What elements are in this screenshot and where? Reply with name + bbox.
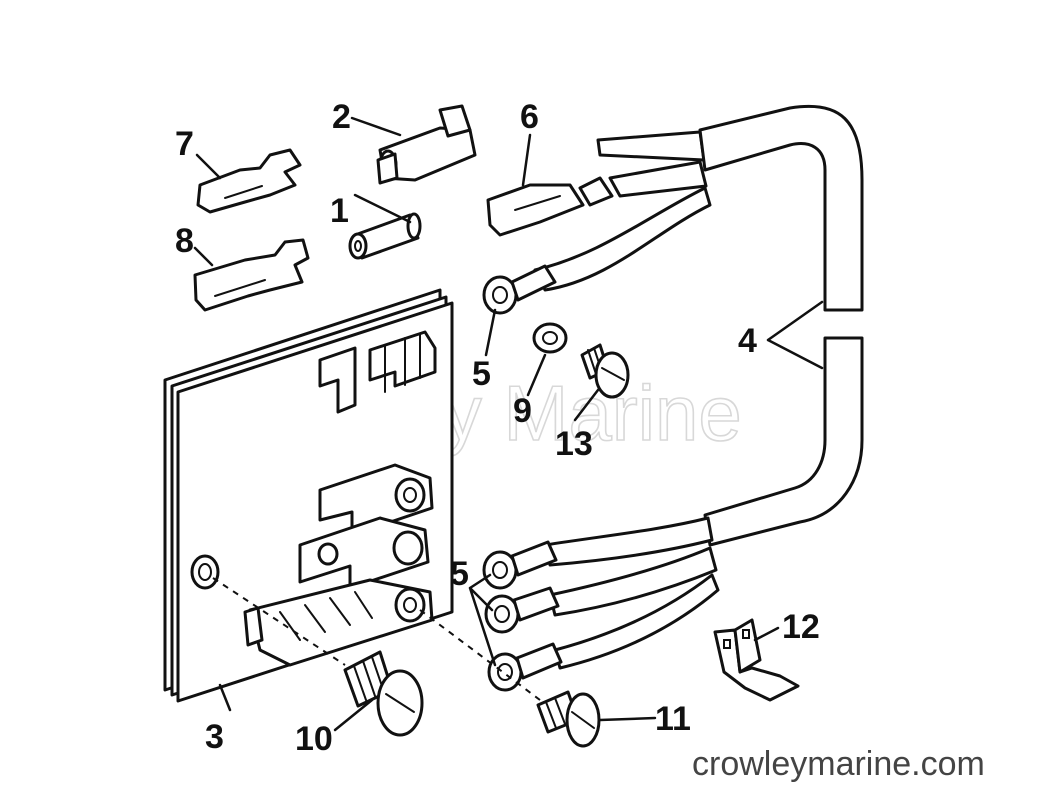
callout-1: 1 [330, 192, 349, 230]
callout-12: 12 [782, 608, 820, 646]
assembly-lines [212, 577, 541, 701]
cable-harness-part-4 [533, 104, 864, 670]
terminal-board [163, 288, 454, 703]
ring-terminal [482, 264, 557, 315]
ring-terminal [484, 586, 560, 634]
callout-13: 13 [555, 425, 593, 463]
callout-10: 10 [295, 720, 333, 758]
callout-11: 11 [655, 700, 691, 738]
ring-terminal [482, 540, 558, 590]
terminal-part-7 [196, 148, 302, 214]
callout-7: 7 [175, 125, 194, 163]
screw-part-10 [343, 650, 424, 737]
lockwasher-part-9 [532, 322, 568, 354]
callout-6: 6 [520, 98, 539, 136]
callout-5-lower: 5 [450, 555, 469, 593]
screw-part-11 [536, 690, 601, 748]
callout-5-upper: 5 [472, 355, 491, 393]
bracket-part-12 [713, 618, 800, 702]
ring-terminal [487, 642, 563, 692]
sleeve-part-1 [348, 212, 422, 260]
callout-3: 3 [205, 718, 224, 756]
callout-labels: 1 2 3 4 5 5 6 7 8 9 10 11 12 13 [175, 98, 820, 758]
callout-2: 2 [332, 98, 351, 136]
terminal-part-6 [486, 176, 614, 237]
callout-8: 8 [175, 222, 194, 260]
callout-9: 9 [513, 392, 532, 430]
connector-part-2 [376, 104, 477, 185]
screw-part-13 [580, 343, 630, 399]
ring-terminals-part-5 [482, 264, 563, 692]
leader-lines [193, 116, 824, 732]
callout-4: 4 [738, 322, 757, 360]
terminal-part-8 [193, 238, 310, 312]
footer-url: crowleymarine.com [692, 745, 985, 783]
